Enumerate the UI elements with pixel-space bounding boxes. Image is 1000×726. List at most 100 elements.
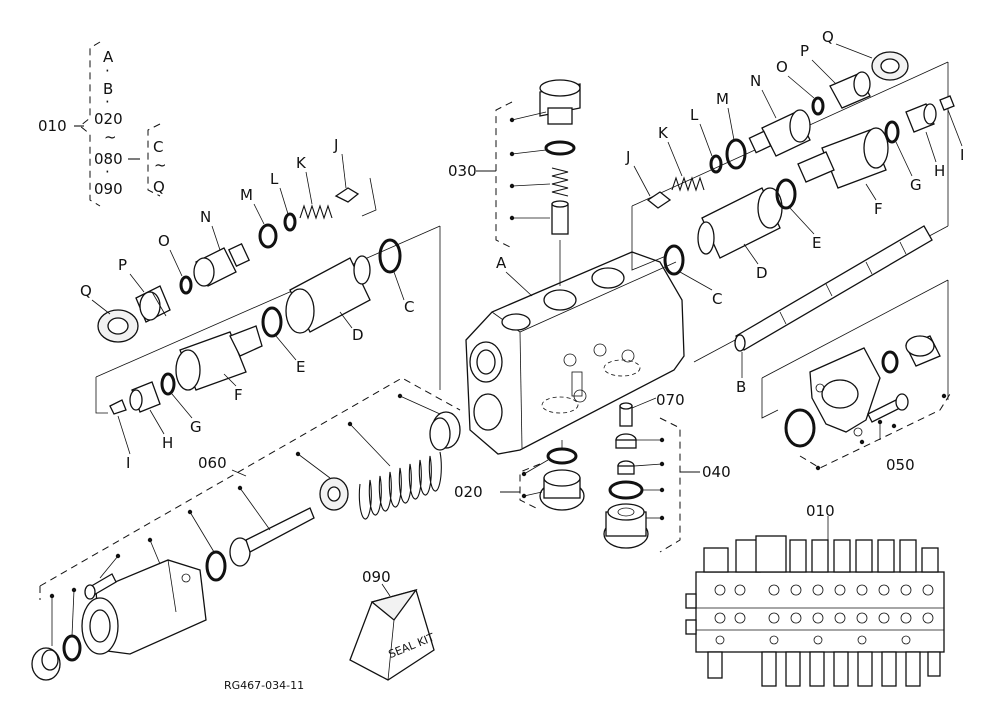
label-040: 040 (702, 463, 731, 481)
part-e-left (261, 306, 283, 338)
label-k-right: K (658, 124, 669, 142)
label-q-left: Q (80, 282, 92, 300)
legend-090: 090 (94, 180, 123, 198)
group-030: 030 (448, 79, 581, 286)
part-b-spool (734, 225, 933, 352)
part-f-right (797, 127, 889, 189)
part-q-right (871, 51, 909, 81)
part-c-right (663, 244, 685, 276)
part-030-plug (539, 79, 581, 125)
part-o-left (179, 275, 193, 295)
part-060-oring-2 (205, 550, 227, 582)
part-050-bolt (867, 393, 909, 423)
part-q-left (97, 309, 139, 343)
label-f-right: F (874, 200, 883, 218)
group-050: 050 (761, 279, 951, 474)
legend-010: 010 (38, 117, 67, 135)
group-020: 020 (454, 440, 585, 511)
label-k-left: K (296, 154, 307, 172)
label-m-left: M (240, 186, 253, 204)
legend-b: B (103, 80, 113, 98)
part-090-seal-kit: SEAL KIT 090 (349, 568, 437, 681)
label-d-right: D (756, 264, 768, 282)
part-c-left (378, 238, 402, 274)
label-b: B (736, 378, 746, 396)
label-060: 060 (198, 454, 227, 472)
part-040-oring (608, 480, 644, 500)
label-l-left: L (270, 170, 279, 188)
part-060-bolt (84, 573, 117, 600)
part-f-left (175, 325, 263, 391)
letter-labels: Q P O N M L K J C D E F G H I A J K (80, 28, 964, 472)
label-050: 050 (886, 456, 915, 474)
label-g-right: G (910, 176, 922, 194)
part-040-plug (603, 503, 649, 549)
part-h-right (905, 103, 937, 133)
legend-tilde-2: ~ (154, 156, 167, 174)
part-060-end-cap (31, 647, 61, 681)
part-050-oring-2 (881, 350, 899, 374)
label-a: A (496, 254, 507, 272)
group-060: 060 (31, 377, 461, 681)
legend-q: Q (153, 178, 165, 196)
label-j-right: J (625, 148, 630, 166)
label-020: 020 (454, 483, 483, 501)
label-n-left: N (200, 208, 211, 226)
label-070: 070 (656, 391, 685, 409)
label-g-left: G (190, 418, 202, 436)
part-j-left (334, 187, 360, 203)
part-030-spring (551, 167, 569, 197)
label-f-left: F (234, 386, 243, 404)
part-d-left (285, 255, 371, 334)
part-050-flange (809, 347, 881, 437)
part-o-right (811, 96, 825, 116)
label-p-right: P (800, 42, 809, 60)
part-060-retainer (319, 477, 349, 511)
part-020-plug (539, 469, 585, 511)
part-h-left (129, 381, 161, 413)
part-060-spring (358, 451, 442, 520)
part-070-screw (619, 402, 633, 427)
part-g-left (160, 372, 176, 396)
part-040-ring (617, 460, 635, 475)
label-l-right: L (690, 106, 699, 124)
legend-dot-1: · (105, 62, 110, 80)
part-i-left (109, 399, 127, 415)
label-030: 030 (448, 162, 477, 180)
part-030-pin (551, 200, 569, 235)
legend-c: C (153, 138, 163, 156)
label-e-left: E (296, 358, 305, 376)
part-050-plug (905, 335, 941, 367)
part-e-right (775, 178, 797, 210)
legend-080: 080 (94, 150, 123, 168)
label-i-right: I (960, 146, 964, 164)
group-040: 070 040 (603, 391, 731, 553)
part-060-oring-1 (62, 634, 82, 662)
part-a-valve-body (465, 251, 685, 455)
part-j-right (646, 191, 672, 209)
part-m-left (258, 223, 278, 249)
part-l-left (283, 212, 297, 232)
label-e-right: E (812, 234, 821, 252)
label-m-right: M (716, 90, 729, 108)
left-assembly (95, 177, 441, 415)
legend-tilde-1: ~ (104, 128, 117, 146)
part-n-left (193, 243, 251, 287)
part-p-left (135, 285, 171, 323)
part-060-housing (81, 559, 207, 655)
label-c-right: C (712, 290, 722, 308)
right-assembly (631, 51, 955, 363)
label-i-left: I (126, 454, 130, 472)
part-p-right (829, 71, 871, 109)
label-o-left: O (158, 232, 170, 250)
part-050-oring-1 (784, 408, 816, 448)
label-090: 090 (362, 568, 391, 586)
label-n-right: N (750, 72, 761, 90)
label-o-right: O (776, 58, 788, 76)
legend-020: 020 (94, 110, 123, 128)
label-j-left: J (333, 136, 338, 154)
part-k-left (299, 204, 333, 220)
part-060-piston (229, 507, 315, 567)
part-020-oring (546, 447, 578, 465)
